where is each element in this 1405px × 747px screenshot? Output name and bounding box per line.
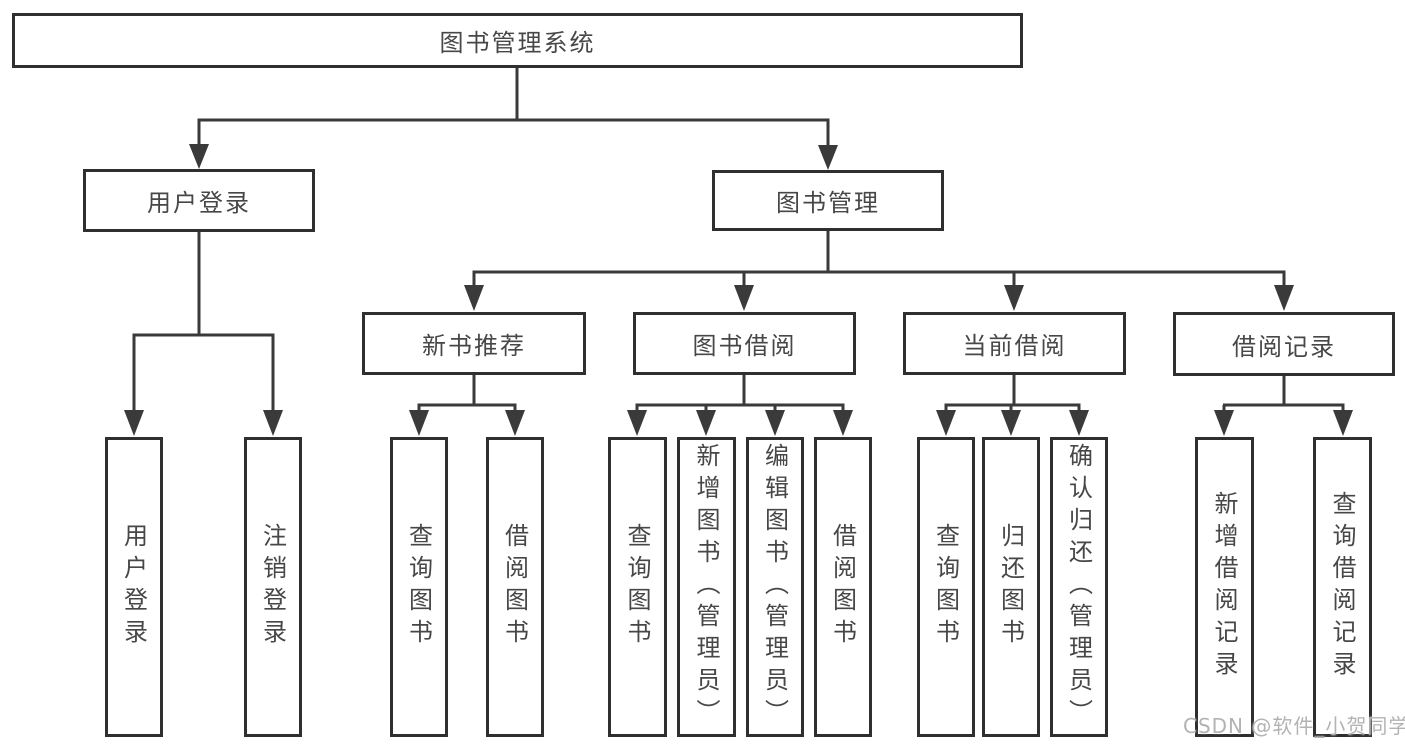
leaf-logout: 注销登录 (244, 437, 302, 737)
node-root-library-system: 图书管理系统 (12, 13, 1023, 68)
leaf-query-books-1: 查询图书 (390, 437, 448, 737)
node-book-management: 图书管理 (712, 170, 944, 231)
node-user-login: 用户登录 (83, 169, 315, 232)
leaf-return-books: 归还图书 (982, 437, 1040, 737)
node-book-borrow: 图书借阅 (633, 312, 856, 375)
leaf-user-login: 用户登录 (105, 437, 163, 737)
leaf-add-books-admin: 新增图书（管理员） (677, 437, 736, 737)
leaf-query-borrow-record: 查询借阅记录 (1313, 437, 1372, 737)
leaf-query-books-2: 查询图书 (608, 437, 667, 737)
connector-current-borrow-to-leaves (936, 375, 1089, 436)
connector-new-book-to-leaves (409, 375, 525, 436)
leaf-add-borrow-record: 新增借阅记录 (1195, 437, 1254, 737)
leaf-confirm-return-admin: 确认归还（管理员） (1050, 437, 1108, 737)
connector-root-to-level2 (189, 68, 838, 170)
connector-borrow-record-to-leaves (1214, 376, 1353, 436)
node-borrow-record: 借阅记录 (1173, 312, 1395, 376)
node-new-book-recommend: 新书推荐 (362, 312, 586, 375)
connector-book-mgmt-to-level3 (464, 231, 1294, 311)
connector-book-borrow-to-leaves (627, 375, 853, 436)
leaf-query-books-3: 查询图书 (917, 437, 975, 737)
leaf-borrow-books-1: 借阅图书 (486, 437, 544, 737)
leaf-borrow-books-2: 借阅图书 (814, 437, 872, 737)
node-current-borrow: 当前借阅 (903, 312, 1126, 375)
leaf-edit-books-admin: 编辑图书（管理员） (746, 437, 804, 737)
connector-user-login-to-leaves (124, 232, 283, 436)
csdn-watermark: CSDN @软件_小贺同学 (1183, 714, 1405, 738)
